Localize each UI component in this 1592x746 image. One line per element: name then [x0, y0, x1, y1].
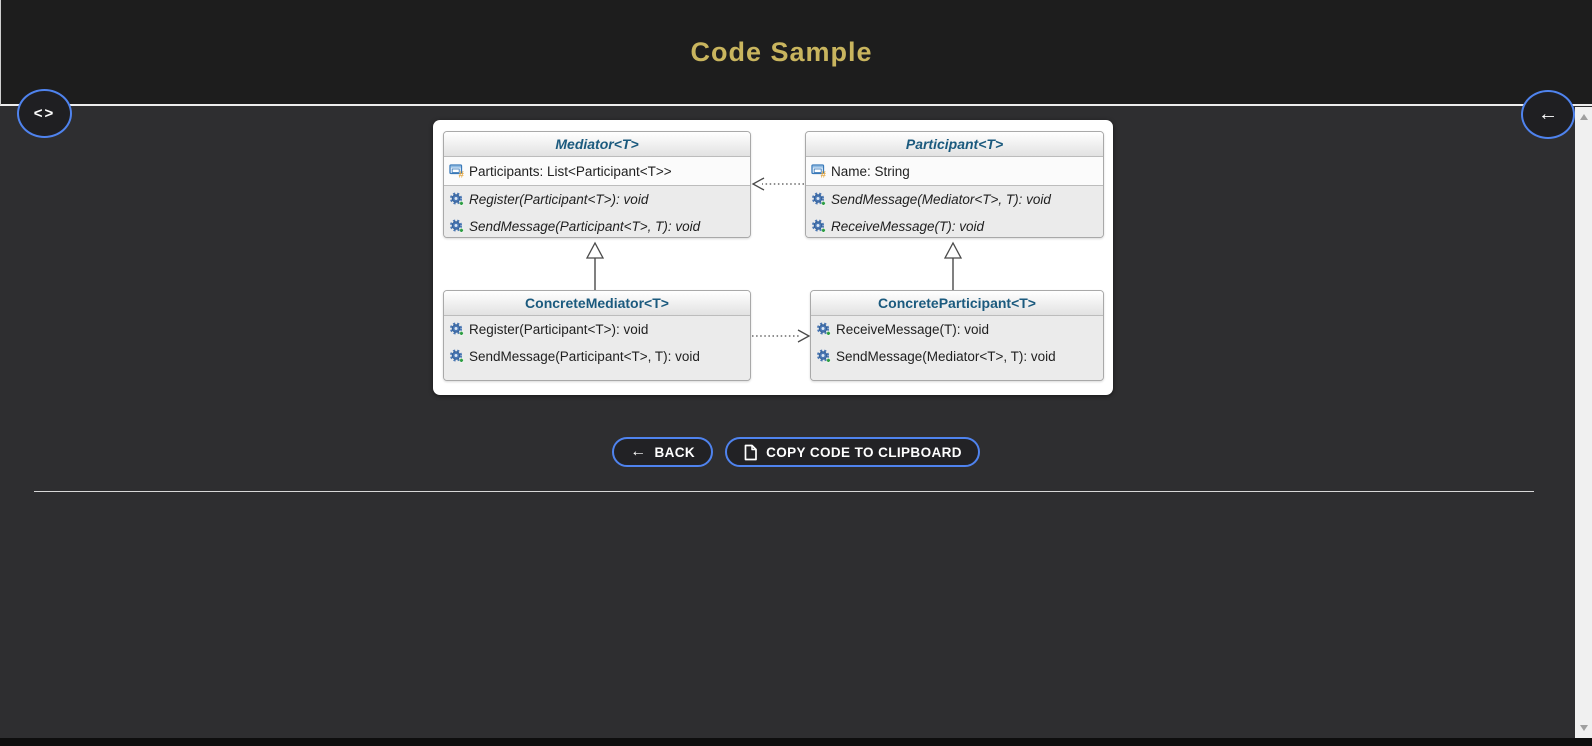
property-icon: # [449, 164, 465, 178]
back-circle-button[interactable]: ← [1521, 90, 1575, 139]
uml-method-row: SendMessage(Mediator<T>, T): void [811, 343, 1103, 370]
uml-property-row: # Participants: List<Participant<T>> [444, 157, 750, 185]
uml-class-title: ConcreteMediator<T> [444, 291, 750, 316]
method-icon [449, 219, 464, 233]
back-arrow-icon: ← [1538, 103, 1558, 125]
uml-property-label: Participants: List<Participant<T>> [469, 163, 672, 179]
back-button[interactable]: ← BACK [612, 437, 714, 467]
uml-class-participant: Participant<T> # Name: String [805, 131, 1104, 238]
vertical-scrollbar[interactable] [1575, 107, 1592, 738]
uml-method-label: SendMessage(Participant<T>, T): void [469, 349, 700, 364]
uml-property-label: Name: String [831, 163, 910, 179]
uml-class-mediator: Mediator<T> # Participants: List<Partici… [443, 131, 751, 238]
inheritance-arrow-left [585, 241, 605, 290]
horizontal-divider [34, 491, 1534, 492]
app-header: Code Sample [0, 0, 1592, 106]
bottom-bar [0, 738, 1592, 746]
uml-method-row: SendMessage(Participant<T>, T): void [444, 343, 750, 370]
inheritance-arrow-right [943, 241, 963, 290]
svg-text:#: # [459, 170, 465, 178]
uml-class-title: ConcreteParticipant<T> [811, 291, 1103, 316]
uml-methods-compartment: Register(Participant<T>): void SendMessa… [444, 316, 750, 380]
copy-code-button-label: COPY CODE TO CLIPBOARD [766, 444, 962, 460]
uml-methods-compartment: ReceiveMessage(T): void SendMessage(Medi… [811, 316, 1103, 380]
uml-relations-layer [585, 177, 963, 343]
copy-file-icon [744, 444, 757, 460]
uml-methods-compartment: SendMessage(Mediator<T>, T): void Receiv… [806, 186, 1103, 237]
method-icon [811, 219, 826, 233]
uml-class-title: Participant<T> [806, 132, 1103, 157]
uml-method-row: ReceiveMessage(T): void [806, 213, 1103, 237]
scroll-up-icon[interactable] [1579, 114, 1588, 120]
method-icon [811, 192, 826, 206]
uml-method-label: ReceiveMessage(T): void [836, 322, 990, 337]
uml-method-row: SendMessage(Participant<T>, T): void [444, 213, 750, 237]
copy-code-button[interactable]: COPY CODE TO CLIPBOARD [725, 437, 980, 467]
uml-method-label: Register(Participant<T>): void [469, 192, 649, 207]
method-icon [816, 349, 831, 363]
uml-class-concrete-mediator: ConcreteMediator<T> Register(Participant… [443, 290, 751, 381]
back-button-label: BACK [654, 444, 696, 460]
uml-methods-compartment: Register(Participant<T>): void SendMessa… [444, 186, 750, 237]
code-brackets-icon: <> [33, 105, 56, 122]
method-icon [449, 322, 464, 336]
uml-class-title: Mediator<T> [444, 132, 750, 157]
uml-method-row: Register(Participant<T>): void [444, 186, 750, 213]
uml-class-concrete-participant: ConcreteParticipant<T> ReceiveMessage(T)… [810, 290, 1104, 381]
dependency-arrow-bottom [752, 329, 811, 343]
method-icon [449, 192, 464, 206]
method-icon [449, 349, 464, 363]
uml-method-label: SendMessage(Mediator<T>, T): void [831, 192, 1051, 207]
code-toggle-button[interactable]: <> [17, 89, 72, 138]
uml-method-label: ReceiveMessage(T): void [831, 219, 985, 234]
back-arrow-icon: ← [630, 443, 647, 460]
svg-text:#: # [821, 170, 827, 178]
page-title: Code Sample [690, 36, 873, 67]
uml-property-row: # Name: String [806, 157, 1103, 185]
uml-method-row: SendMessage(Mediator<T>, T): void [806, 186, 1103, 213]
actions-row: ← BACK COPY CODE TO CLIPBOARD [0, 437, 1592, 467]
dependency-arrow-top [751, 177, 804, 191]
uml-properties-compartment: # Participants: List<Participant<T>> [444, 157, 750, 186]
uml-properties-compartment: # Name: String [806, 157, 1103, 186]
uml-method-label: SendMessage(Participant<T>, T): void [469, 219, 701, 234]
uml-method-label: SendMessage(Mediator<T>, T): void [836, 349, 1056, 364]
uml-method-row: Register(Participant<T>): void [444, 316, 750, 343]
uml-method-label: Register(Participant<T>): void [469, 322, 649, 337]
scroll-down-icon[interactable] [1579, 725, 1588, 731]
uml-diagram-panel: Mediator<T> # Participants: List<Partici… [433, 120, 1113, 395]
method-icon [816, 322, 831, 336]
uml-method-row: ReceiveMessage(T): void [811, 316, 1103, 343]
property-icon: # [811, 164, 827, 178]
